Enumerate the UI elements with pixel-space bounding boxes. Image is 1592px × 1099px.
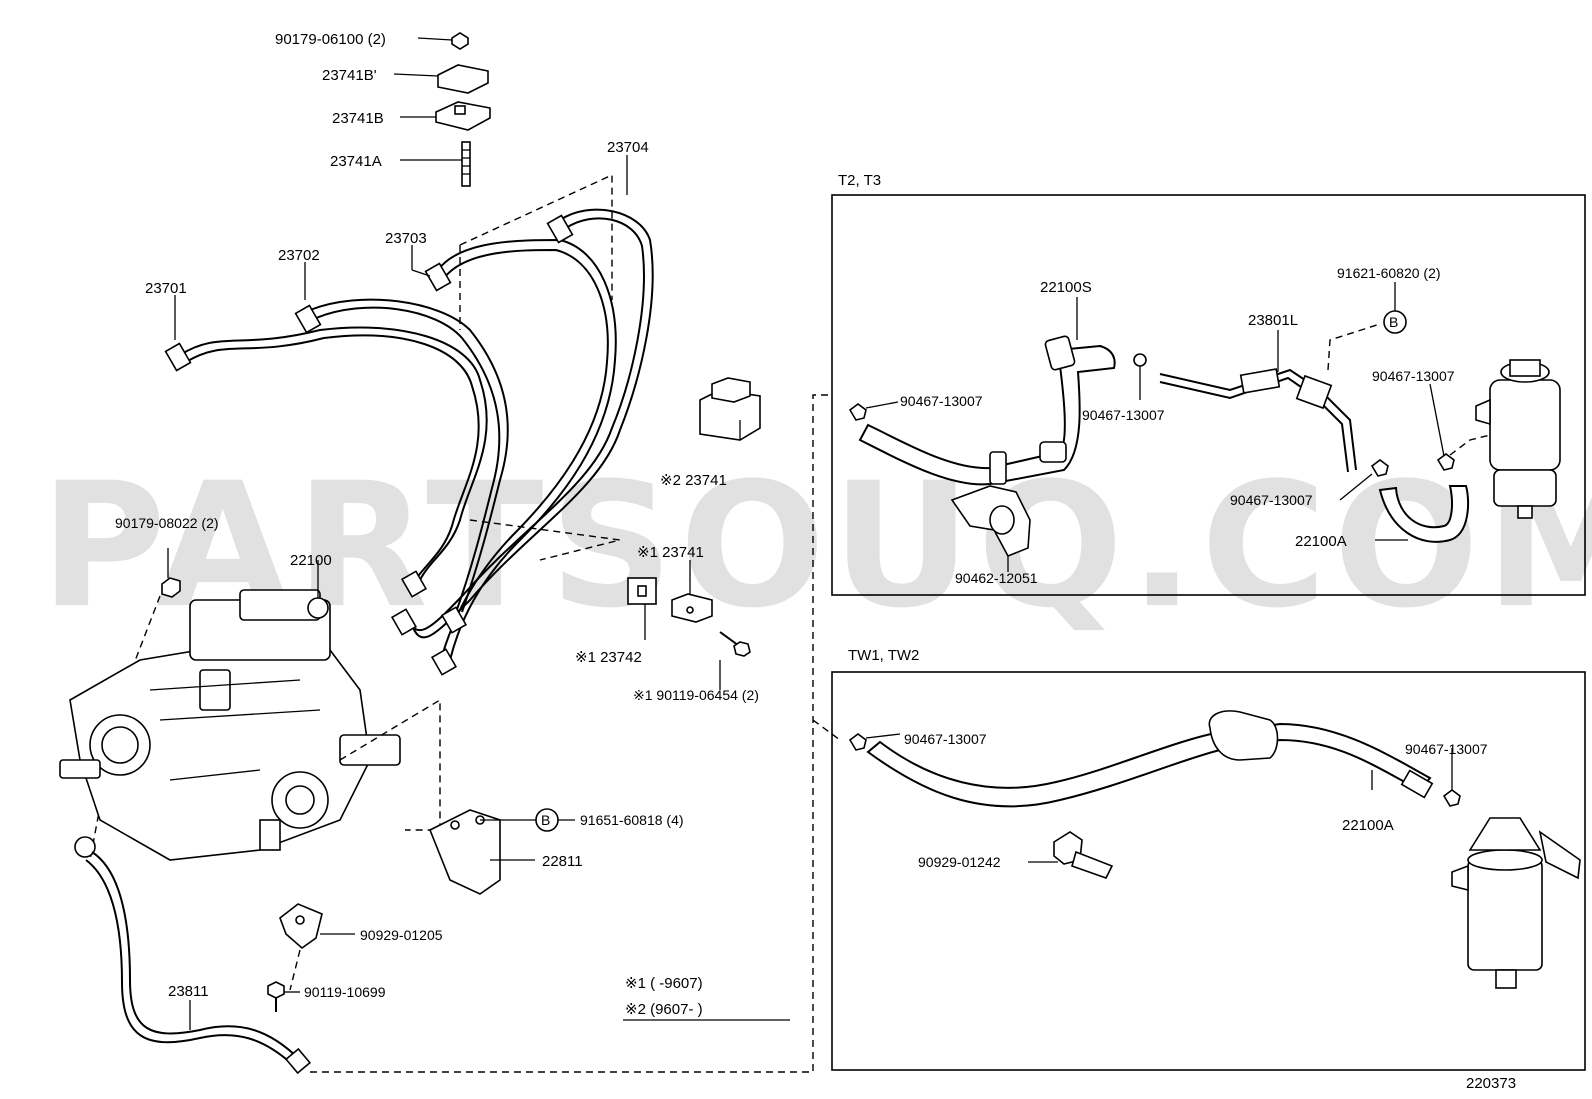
label-90467-13007-tw-b: 90467-13007 (1405, 741, 1488, 757)
label-23741-note1: ※1 23741 (637, 544, 704, 561)
hose-clip-icon[interactable] (848, 401, 899, 421)
dashed-guide (1327, 323, 1381, 371)
dashed-guide (289, 949, 301, 991)
label-22100: 22100 (290, 552, 332, 569)
injection-pump-icon[interactable] (59, 560, 401, 861)
label-90467-13007-tw-a: 90467-13007 (904, 731, 987, 747)
clamp-23741-note1[interactable] (671, 560, 713, 623)
label-90462-12051: 90462-12051 (955, 570, 1038, 586)
hose-22100a[interactable] (1375, 485, 1470, 543)
clamp-23742-note1[interactable] (627, 577, 657, 640)
pipe-23811[interactable] (74, 836, 312, 1075)
panel-title-t2-t3: T2, T3 (838, 172, 881, 189)
label-90467-13007-d: 90467-13007 (1230, 492, 1313, 508)
label-23741b: 23741B (332, 110, 384, 127)
clamp-90462-12051[interactable] (950, 485, 1031, 572)
hose-clip-icon[interactable] (1339, 459, 1389, 501)
panel-tw1-tw2: TW1, TW2 (831, 647, 1586, 1071)
dashed-guide (339, 698, 441, 831)
label-90179-08022: 90179-08022 (2) (115, 515, 219, 531)
label-90119-06454: ※1 90119-06454 (2) (633, 687, 759, 703)
dashed-guide (310, 394, 830, 1073)
bolt-90119-10699[interactable] (267, 981, 300, 1012)
label-90929-01205: 90929-01205 (360, 927, 443, 943)
label-90467-13007-b: 90467-13007 (1082, 407, 1165, 423)
svg-text:B: B (541, 812, 550, 828)
footnote-2: ※2 (9607- ) (625, 1001, 703, 1018)
hose-22100s[interactable] (858, 297, 1116, 486)
pipe-23801l[interactable] (1159, 330, 1357, 473)
label-90467-13007-c: 90467-13007 (1372, 368, 1455, 384)
label-90119-10699: 90119-10699 (304, 984, 386, 1000)
label-91651-60818: 91651-60818 (4) (580, 812, 684, 828)
injection-pipes[interactable] (179, 208, 654, 661)
label-23702: 23702 (278, 247, 320, 264)
dashed-guide (459, 173, 613, 300)
stud-23741a[interactable] (400, 141, 471, 187)
nut-90179-08022[interactable] (161, 548, 181, 598)
clamp-23741-note2[interactable] (699, 377, 761, 441)
label-22100a-tw: 22100A (1342, 817, 1394, 834)
label-23741b-prime: 23741B' (322, 67, 377, 84)
hose-clip-icon[interactable] (1133, 353, 1147, 400)
fuel-filter-icon[interactable] (1451, 817, 1581, 989)
label-22811: 22811 (542, 853, 583, 870)
label-91621-60820: 91621-60820 (2) (1337, 265, 1441, 281)
panel-title-tw1-tw2: TW1, TW2 (848, 647, 919, 664)
clamp-23741b[interactable] (400, 101, 491, 131)
label-23801l: 23801L (1248, 312, 1298, 329)
clamp-90929-01242[interactable] (1028, 831, 1114, 879)
label-23703: 23703 (385, 230, 427, 247)
svg-text:B: B (1389, 314, 1398, 330)
label-90179-06100: 90179-06100 (2) (275, 31, 386, 48)
hose-clip-icon[interactable] (1442, 748, 1461, 807)
bolt-90119-06454[interactable] (719, 631, 751, 690)
dashed-guide (812, 719, 841, 741)
hose-clip-icon[interactable] (1429, 383, 1455, 471)
label-22100a-t2: 22100A (1295, 533, 1347, 550)
label-23741-note2: ※2 23741 (660, 472, 727, 489)
dashed-guide (469, 519, 621, 561)
label-23741a: 23741A (330, 153, 382, 170)
hose-22100a-tw[interactable] (866, 710, 1434, 808)
label-23742-note1: ※1 23742 (575, 649, 642, 666)
label-22100s: 22100S (1040, 279, 1092, 296)
label-23701: 23701 (145, 280, 187, 297)
dashed-guide (1449, 434, 1491, 456)
bracket-22811[interactable] (428, 809, 535, 895)
diagram-id: 220373 (1466, 1075, 1516, 1092)
label-90929-01242: 90929-01242 (918, 854, 1001, 870)
fuel-filter-icon[interactable] (1475, 359, 1561, 519)
footnote-1: ※1 ( -9607) (625, 975, 703, 992)
nut-90179-06100[interactable] (417, 32, 469, 50)
hose-clip-icon[interactable] (848, 733, 901, 751)
label-23704: 23704 (607, 139, 649, 156)
pipe-fittings (164, 214, 574, 676)
marker-b: B (480, 808, 575, 832)
label-23811: 23811 (168, 983, 209, 1000)
marker-b: B (1383, 282, 1407, 334)
clamp-23741b-prime[interactable] (393, 64, 489, 94)
clamp-90929-01205[interactable] (279, 903, 355, 950)
label-90467-13007-a: 90467-13007 (900, 393, 983, 409)
panel-t2-t3: T2, T3 B (831, 172, 1586, 596)
